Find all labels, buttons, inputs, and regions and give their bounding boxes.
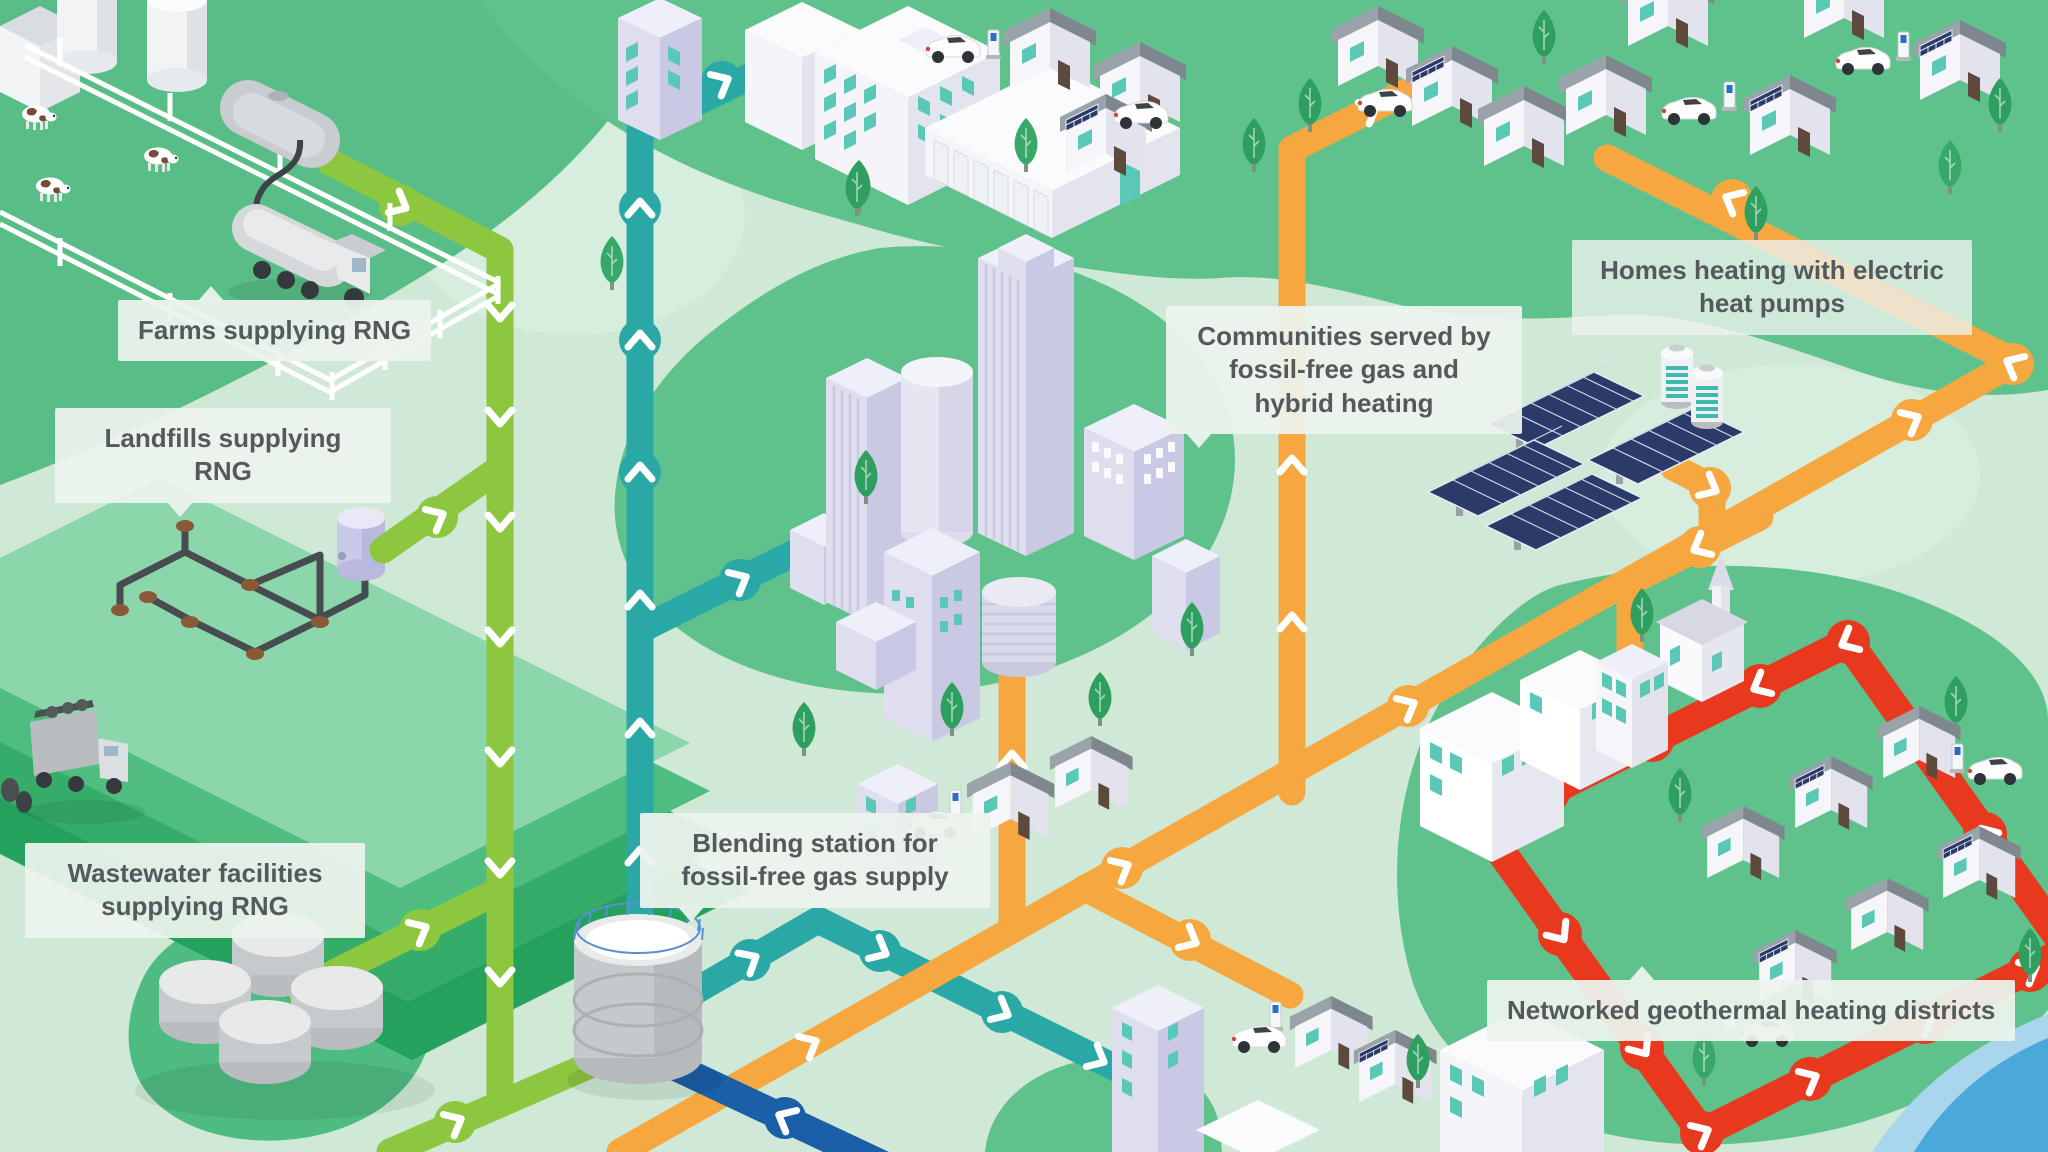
ev-charger-icon (1949, 743, 1966, 774)
callout-farms: Farms supplying RNG (118, 286, 432, 362)
battery-storage-icon (1661, 344, 1693, 409)
callout-communities-text: Communities served by fossil-free gas an… (1197, 321, 1491, 418)
callout-heat-pump-homes-text: Homes heating with electric heat pumps (1600, 255, 1944, 319)
callout-communities: Communities served by fossil-free gas an… (1166, 306, 1522, 448)
apartment-house-icon (1596, 644, 1668, 768)
garbage-truck-icon (1, 699, 145, 824)
callout-tail (1629, 966, 1655, 981)
blending-tank-icon (567, 902, 723, 1100)
callout-geothermal-text: Networked geothermal heating districts (1507, 995, 1996, 1025)
tanker-truck-icon (228, 204, 386, 308)
landfill-site (0, 478, 750, 1060)
city-buildings (790, 234, 1220, 757)
callout-tail (198, 286, 224, 301)
callout-wastewater: Wastewater facilities supplying RNG (25, 843, 365, 938)
callout-farms-text: Farms supplying RNG (138, 315, 412, 345)
roof-icon (1196, 1100, 1320, 1152)
ev-charger-icon (985, 29, 1002, 60)
landfill-gas-pipes (116, 524, 369, 656)
pipe-blue (636, 1041, 890, 1152)
landfill-wellheads (111, 520, 329, 660)
top-commercial-district (618, 0, 1186, 238)
church-icon (1656, 554, 1748, 702)
callout-blending-station-text: Blending station for fossil-free gas sup… (681, 828, 949, 892)
callout-landfills: Landfills supplying RNG (55, 408, 391, 517)
silo-icon (147, 0, 207, 92)
callout-wastewater-text: Wastewater facilities supplying RNG (67, 858, 323, 922)
callout-tail (678, 906, 704, 922)
callout-tail (167, 501, 193, 517)
geothermal-district (1420, 554, 2043, 1087)
ev-charger-icon (1895, 31, 1912, 62)
callout-geothermal: Networked geothermal heating districts (1487, 966, 2016, 1042)
callout-blending-station: Blending station for fossil-free gas sup… (640, 813, 990, 922)
pipe-energy-orange (606, 61, 2034, 1152)
callout-heat-pump-homes: Homes heating with electric heat pumps (1572, 240, 1972, 335)
callout-tail (1186, 432, 1212, 448)
callout-landfills-text: Landfills supplying RNG (104, 423, 342, 487)
ev-charger-icon (1721, 81, 1738, 112)
battery-storage-icon (1691, 364, 1723, 429)
water (1872, 1014, 2048, 1152)
